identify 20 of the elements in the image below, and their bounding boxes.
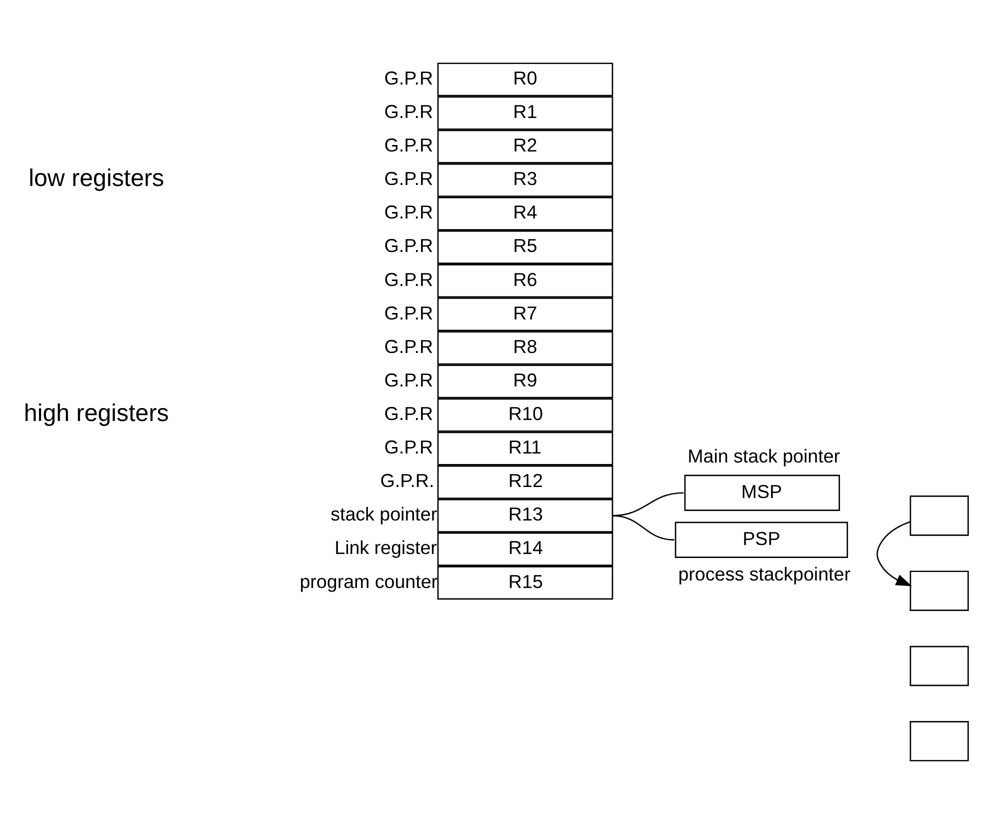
node-label: Link register	[334, 537, 437, 558]
node-label: G.P.R	[384, 100, 434, 122]
node-label: Main stack pointer	[688, 445, 840, 466]
node-label: G.P.R	[384, 134, 434, 156]
node-label: G.P.R	[384, 369, 434, 390]
node-label: G.P.R	[384, 436, 434, 458]
node-label: G.P.R	[384, 202, 434, 223]
label: high registers	[24, 400, 169, 427]
node-label: program counter	[300, 570, 438, 592]
label: low registers	[28, 165, 164, 192]
node-label: G.P.R	[384, 336, 434, 357]
node-label: G.P.R	[384, 302, 434, 324]
node-label: stack pointer	[330, 504, 438, 525]
node-label: process stackpointer	[678, 563, 850, 584]
node-label: G.P.R	[384, 67, 434, 88]
node-label: G.P.R.	[380, 470, 434, 492]
node-label: G.P.R	[384, 168, 434, 190]
node-label: G.P.R	[384, 402, 434, 424]
node-label: G.P.R	[384, 235, 434, 256]
node-label: G.P.R	[384, 268, 434, 290]
